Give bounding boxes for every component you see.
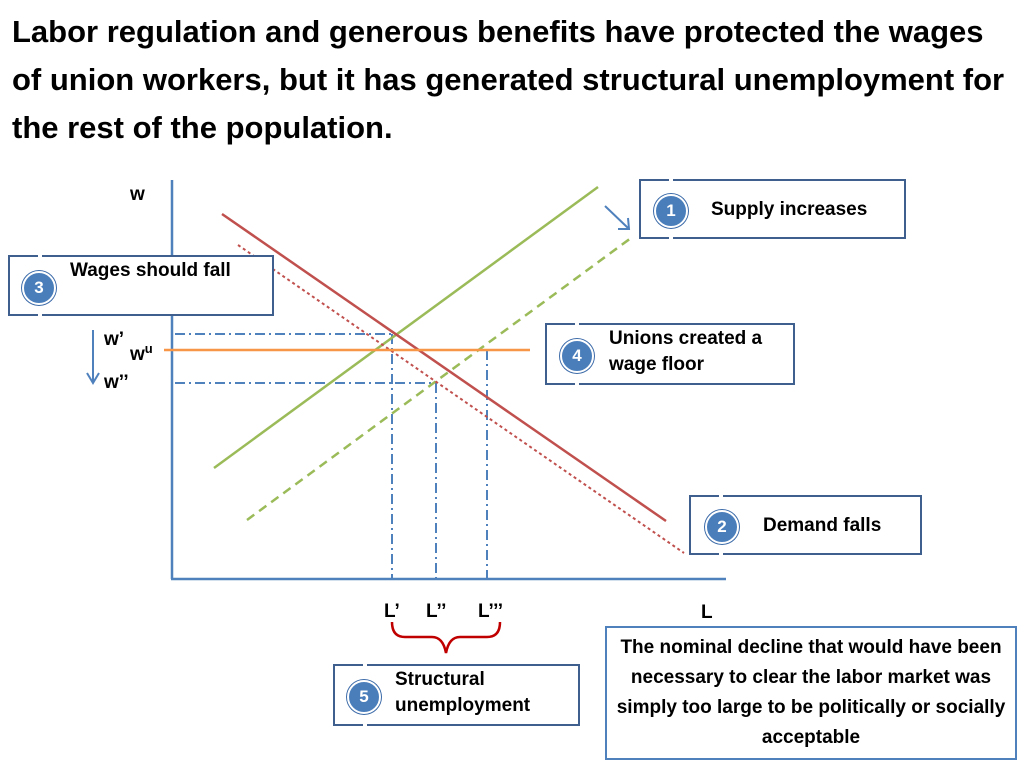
demand-curve-shifted xyxy=(237,244,685,554)
L-prime-label: L’ xyxy=(384,601,400,622)
w-union-base: w xyxy=(129,344,145,365)
y-axis-label: w xyxy=(129,184,145,205)
supply-shift-arrowhead xyxy=(618,217,631,230)
explanation-note: The nominal decline that would have been… xyxy=(605,626,1017,760)
supply-curve-original xyxy=(213,185,599,470)
callout-4-badge: 4 xyxy=(560,339,594,373)
callout-wages-should-fall: 3 Wages should fall xyxy=(8,254,274,317)
callout-structural-unemployment: 5 Structural unemployment xyxy=(333,663,580,727)
w-double-prime-label: w’’ xyxy=(103,372,129,393)
callout-2-badge: 2 xyxy=(705,510,739,544)
callout-2-text: Demand falls xyxy=(763,515,882,536)
supply-curve-shifted xyxy=(246,236,632,522)
w-union-label: wu xyxy=(129,341,153,365)
callout-3-text: Wages should fall xyxy=(70,260,231,281)
wage-fall-arrowhead xyxy=(86,372,100,385)
demand-curve-original xyxy=(221,212,667,523)
slide-title: Labor regulation and generous benefits h… xyxy=(12,14,1005,145)
callout-4-text: Unions created a wage floor xyxy=(609,328,763,375)
L-double-prime-label: L’’ xyxy=(426,601,446,622)
callout-supply-increases: 1 Supply increases xyxy=(639,178,906,240)
x-axis-label: L xyxy=(701,602,713,623)
callout-1-badge: 1 xyxy=(654,194,688,228)
unemployment-brace xyxy=(390,621,502,654)
callout-5-text: Structural unemployment xyxy=(395,669,531,716)
callout-3-badge: 3 xyxy=(22,271,56,305)
callout-5-badge: 5 xyxy=(347,680,381,714)
callout-demand-falls: 2 Demand falls xyxy=(689,494,922,556)
callout-wage-floor: 4 Unions created a wage floor xyxy=(545,322,795,386)
w-prime-label: w’ xyxy=(103,329,124,350)
supply-shift-arrow xyxy=(604,205,629,229)
L-triple-prime-label: L’’’ xyxy=(478,601,503,622)
w-union-sup: u xyxy=(145,341,153,356)
callout-1-text: Supply increases xyxy=(711,199,868,220)
